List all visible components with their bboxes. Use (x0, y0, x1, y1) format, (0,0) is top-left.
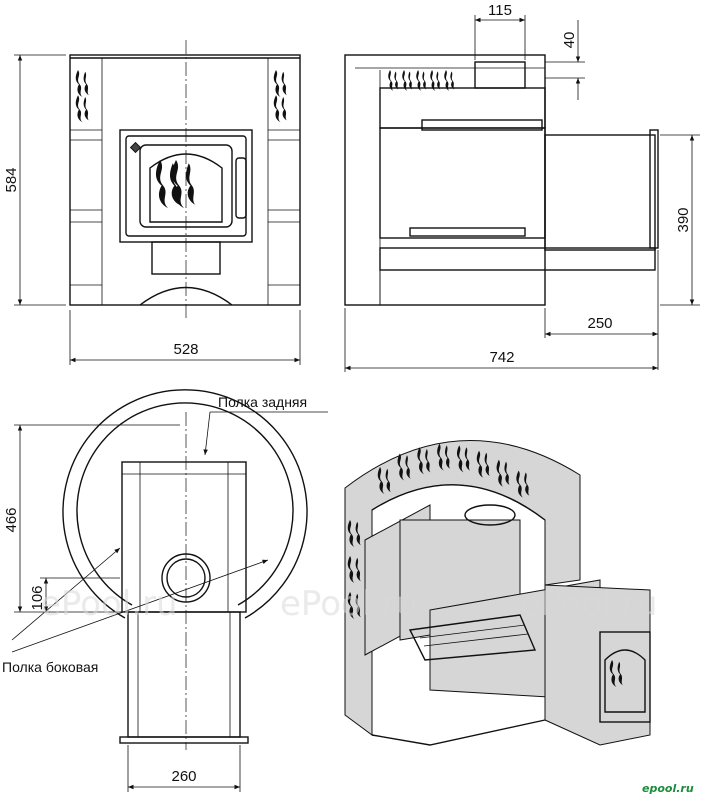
top-depth-dim: 466 (3, 507, 20, 532)
top-view: Полка задняя Полка боковая 466 106 260 (2, 389, 328, 792)
watermark: ePool.ru (280, 584, 418, 624)
shelf-rear-label: Полка задняя (218, 394, 307, 410)
flame-decor-icon (75, 70, 89, 123)
top-offset-dim: 40 (561, 32, 578, 49)
flame-decor-icon (273, 70, 287, 123)
isometric-view (344, 440, 651, 746)
pipe-width-dim: 115 (488, 2, 512, 19)
front-width-dim: 528 (173, 341, 198, 358)
brand-logo-text: epool.ru (642, 782, 694, 795)
door-flame-icon (156, 160, 196, 208)
front-view: 584 528 (3, 40, 301, 365)
watermark: ePool.ru (40, 584, 178, 624)
side-view: 115 40 390 250 742 (344, 2, 700, 372)
watermark: ePool.ru (520, 584, 658, 624)
front-height-dim: 584 (3, 167, 20, 192)
tunnel-length-dim: 250 (587, 315, 612, 332)
tunnel-height-dim: 390 (675, 207, 692, 232)
tunnel-width-dim: 260 (171, 768, 196, 785)
total-length-dim: 742 (489, 349, 514, 366)
shelf-side-label: Полка боковая (2, 659, 98, 675)
shelf-height-dim: 106 (29, 585, 46, 610)
